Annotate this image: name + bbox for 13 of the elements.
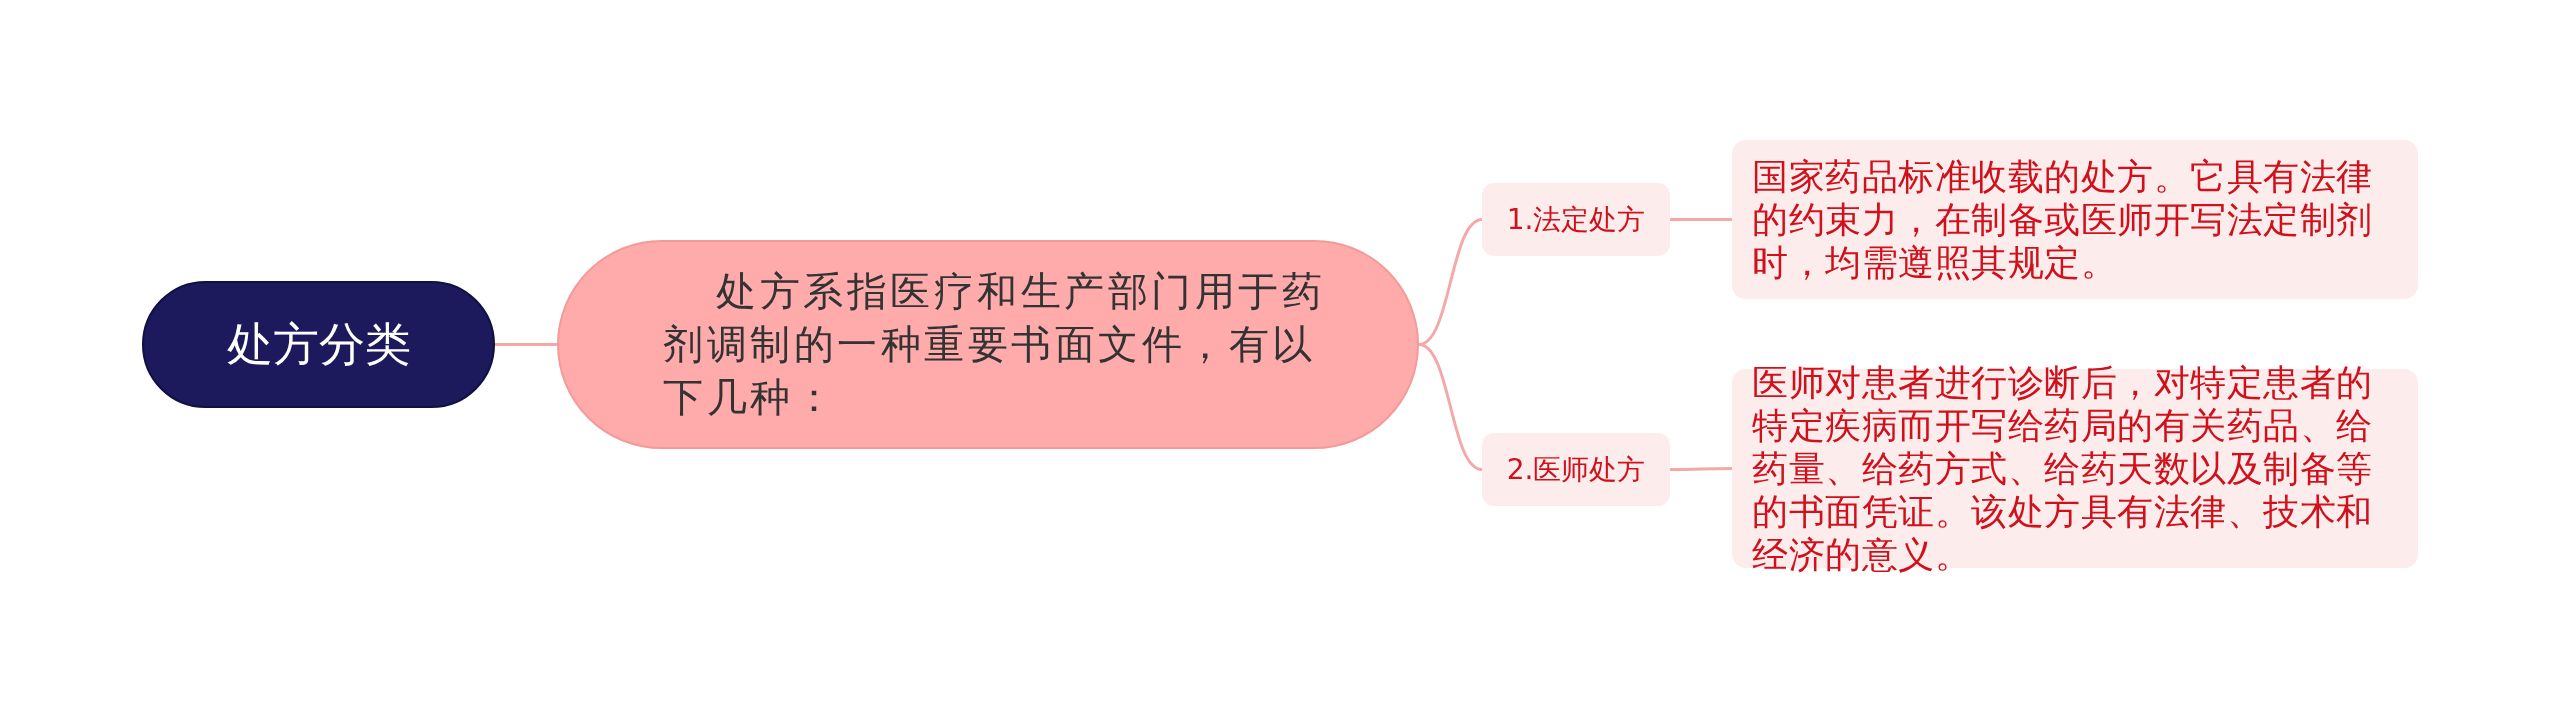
node-text: 处方系指医疗和生产部门用于药剂调制的一种重要书面文件，有以下几种：: [663, 267, 1326, 422]
node-text: 国家药品标准收载的处方。它具有法律的约束力，在制备或医师开写法定制剂时，均需遵照其规定。: [1752, 155, 2374, 284]
node-text: 医师对患者进行诊断后，对特定患者的特定疾病而开写给药局的有关药品、给药量、给药方式、给药天数以及制备等的书面凭证。该处方具有法律、技术和经济的意义。: [1752, 361, 2374, 576]
node-text: 1.法定处方: [1506, 201, 1646, 238]
description-card: [1732, 140, 2418, 299]
connector-line: [1670, 467, 1732, 471]
node-text: 2.医师处方: [1506, 451, 1646, 488]
connector-line: [1670, 218, 1732, 221]
connector-line: [495, 343, 557, 346]
topic-title: 处方分类: [226, 315, 411, 373]
connector-line: [1418, 343, 1483, 471]
branch-label: [1482, 433, 1670, 506]
branch-label: [1482, 183, 1670, 256]
